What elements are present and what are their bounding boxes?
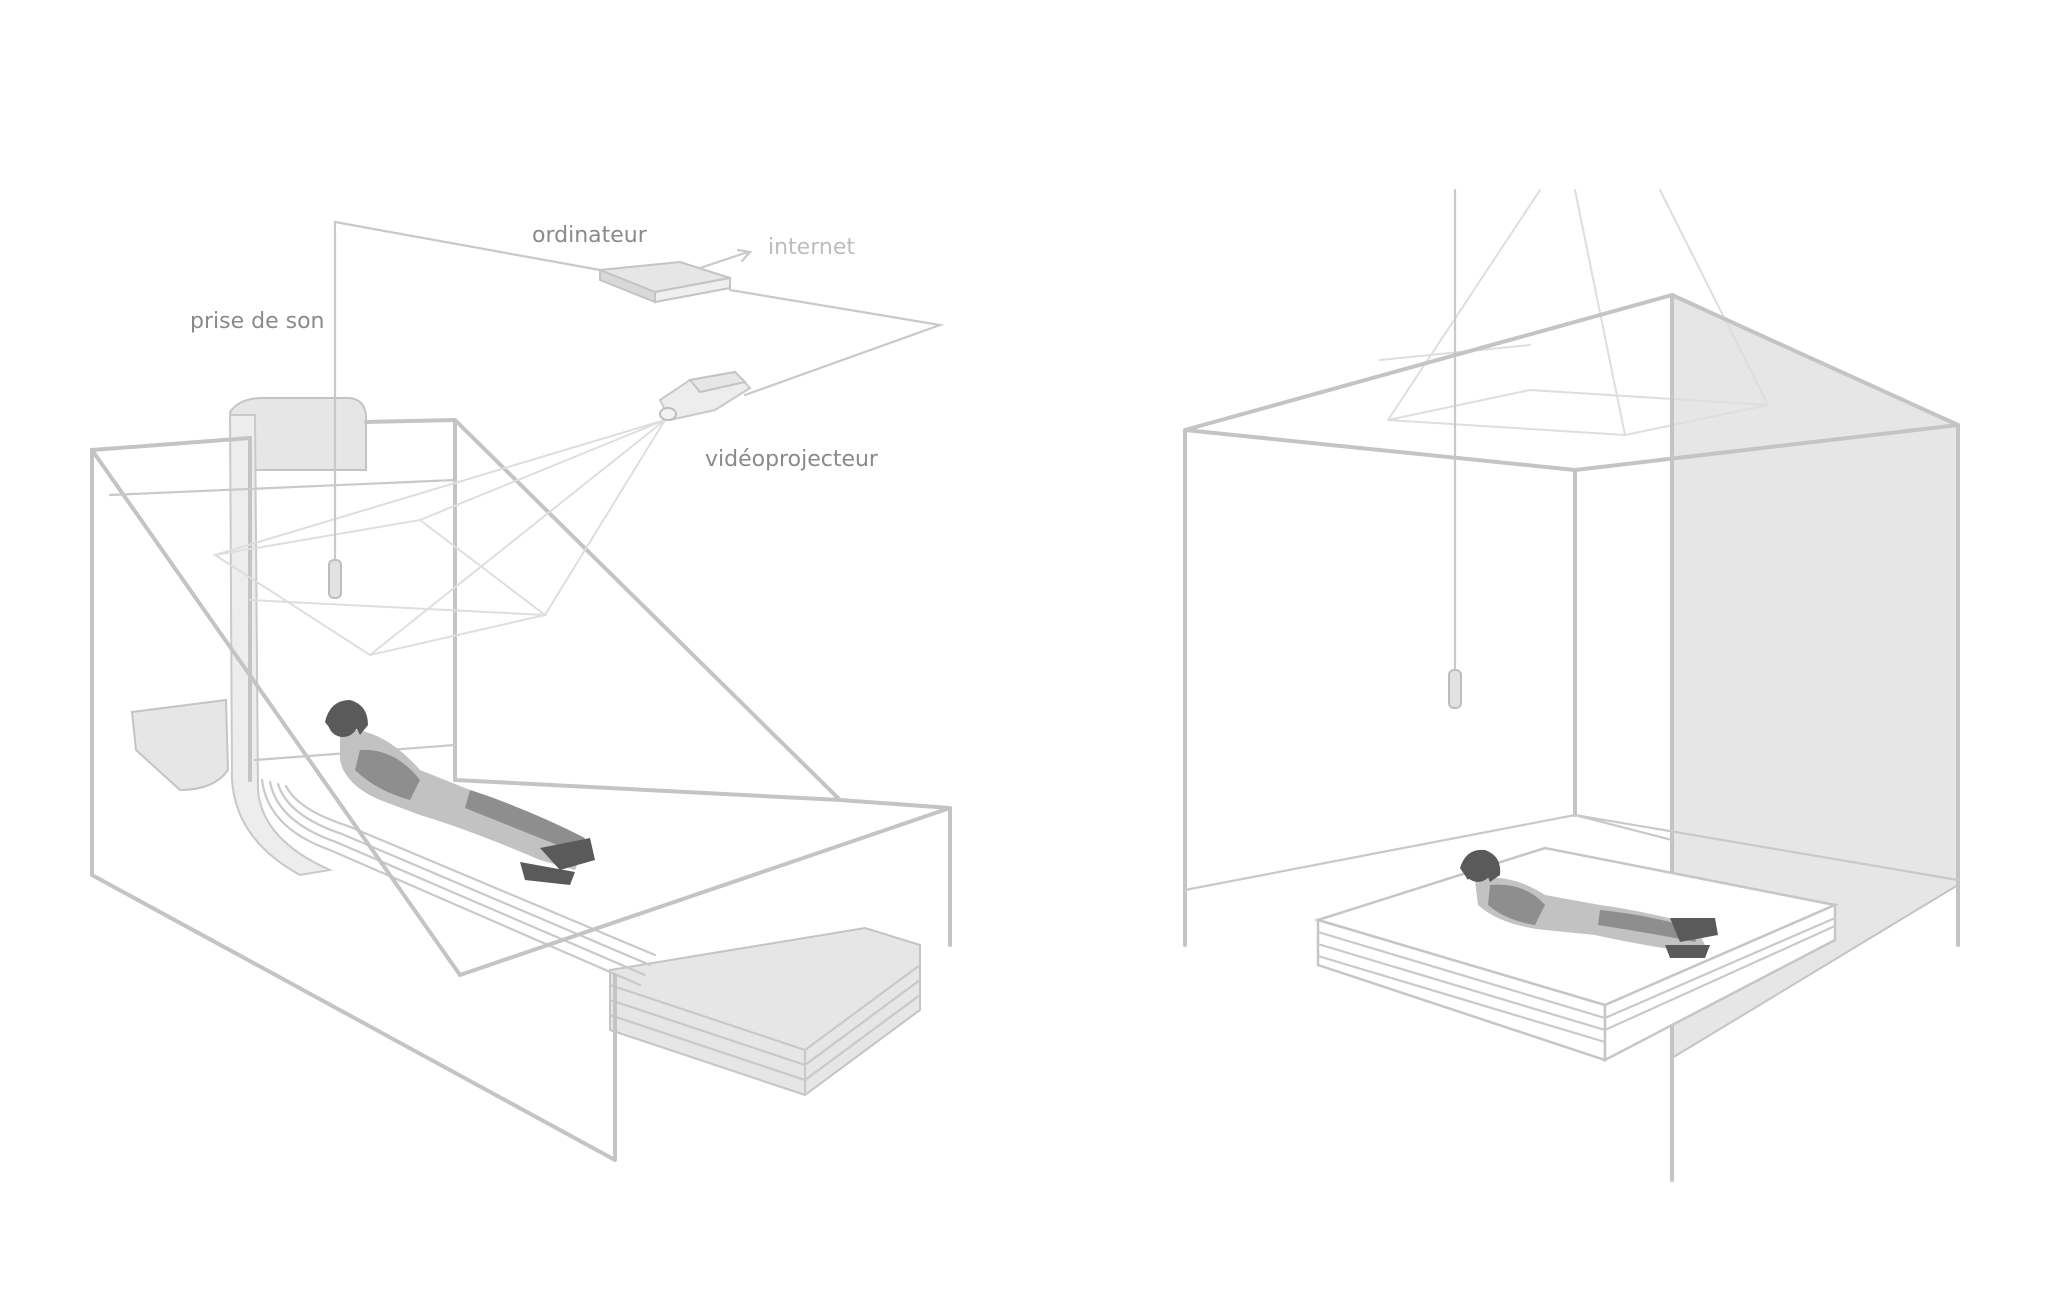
microphone-icon <box>328 559 342 599</box>
cable-computer-projector <box>728 288 945 397</box>
projection-beam <box>212 419 666 657</box>
label-projector: vidéoprojecteur <box>705 447 879 472</box>
left-frame <box>90 418 952 1162</box>
label-microphone: prise de son <box>190 309 324 334</box>
label-computer: ordinateur <box>532 223 648 248</box>
right-installation <box>1183 188 1960 1182</box>
reclining-person <box>325 700 595 885</box>
computer-icon <box>599 260 731 304</box>
label-internet: internet <box>768 235 855 260</box>
hanging-microphone-icon <box>1448 188 1462 709</box>
left-installation: ordinateur internet prise de son vidéopr… <box>90 220 952 1162</box>
left-mattress <box>608 926 922 1097</box>
side-bench <box>130 698 230 792</box>
projector-icon <box>658 370 752 422</box>
right-frame <box>1183 293 1960 1182</box>
cable-computer-mic <box>333 220 602 574</box>
internet-arrow-icon <box>698 248 753 270</box>
ceiling-suspension <box>1379 189 1769 437</box>
lying-person <box>1460 849 1718 958</box>
lounge-layers <box>260 778 657 987</box>
curtain-top-box <box>228 397 367 471</box>
